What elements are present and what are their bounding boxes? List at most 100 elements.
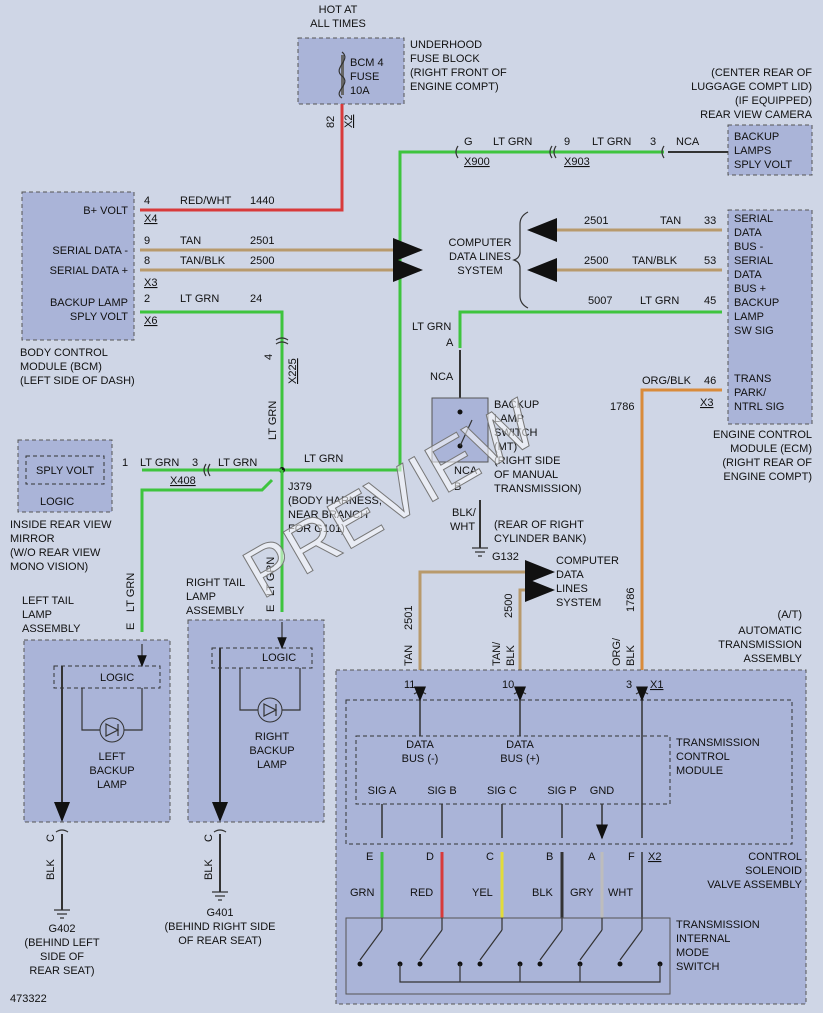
splice-j379: LT GRN J379 (BODY HARNESS, NEAR BRANCH F… [279, 453, 382, 535]
backup-lamp-switch: LT GRN A NCA BACKUP LAMP SWITCH (MT) (RI… [412, 321, 586, 563]
mode-2: INTERNAL [676, 933, 730, 945]
rt-gloc-1: (BEHIND RIGHT SIDE [164, 921, 275, 933]
lt-pin-c: C [45, 834, 57, 842]
ecm-l9: SW SIG [734, 325, 774, 337]
wire-2500-tcm [518, 578, 555, 690]
lt-lamp-2: BACKUP [89, 765, 134, 777]
bcm-circuit-1440: 1440 [250, 195, 274, 207]
at-x1: X1 [650, 679, 663, 691]
at-tcm-3: MODULE [676, 765, 723, 777]
tcm-col-tanblk-2: BLK [505, 645, 517, 666]
x225-color: LT GRN [267, 401, 279, 440]
fuse-label-1: BCM 4 [350, 57, 384, 69]
camera-loc-2: LUGGAGE COMPT LID) [691, 81, 812, 93]
x225-connector: 4 X225 LT GRN [263, 337, 299, 440]
dl-1: COMPUTER [449, 237, 512, 249]
at-sig-a: SIG A [368, 785, 397, 797]
tcm-dl-2: DATA [556, 569, 584, 581]
hot-label-1: HOT AT [319, 4, 358, 16]
lt-ground: G402 [49, 923, 76, 935]
at-dminus-1: DATA [406, 739, 434, 751]
bcm-x6: X6 [144, 315, 157, 327]
at-tcm-1: TRANSMISSION [676, 737, 760, 749]
at-sig-b: SIG B [427, 785, 456, 797]
at-pin-a: A [588, 851, 596, 863]
tcm-col-orgblk-2: BLK [625, 645, 637, 666]
fuse-loc-2: FUSE BLOCK [410, 53, 480, 65]
ecm-name-4: ENGINE COMPT) [723, 471, 812, 483]
tcm-c2501: 2501 [403, 606, 415, 630]
mirror-name-2: MIRROR [10, 533, 55, 545]
bcm-label-backup: BACKUP LAMP [50, 297, 128, 309]
wire-24 [140, 310, 284, 470]
mirror-x408: X408 [170, 475, 196, 487]
rt-pin-e: E [265, 605, 277, 612]
lt-name-3: ASSEMBLY [22, 623, 81, 635]
lt-gloc-1: (BEHIND LEFT [24, 937, 99, 949]
ecm-circuit-5007: 5007 [588, 295, 612, 307]
rt-gcolor: BLK [203, 859, 215, 880]
wire-1440 [140, 104, 344, 212]
at-name-3: TRANSMISSION [718, 639, 802, 651]
sw-name-4: (MT) [494, 441, 517, 453]
tcm-c2500: 2500 [503, 594, 515, 618]
bcm-label-sd-plus: SERIAL DATA + [50, 265, 128, 277]
wire-2501-tcm [418, 560, 555, 690]
wc-grn: GRN [350, 887, 375, 899]
lt-name-1: LEFT TAIL [22, 595, 74, 607]
sw-name-5: (RIGHT SIDE [494, 455, 560, 467]
wire-5007 [458, 310, 722, 348]
bcm-name-2: MODULE (BCM) [20, 361, 102, 373]
camera-label-1: BACKUP [734, 131, 779, 143]
bcm-name-1: BODY CONTROL [20, 347, 108, 359]
cw-g: G [464, 136, 473, 148]
tcm-c1786: 1786 [625, 588, 637, 612]
ecm-pin33: 33 [704, 215, 716, 227]
mirror-color1: LT GRN [140, 457, 179, 469]
left-tail-lamp: LEFT TAIL LAMP ASSEMBLY E LT GRN LOGIC L… [22, 573, 171, 977]
at-valve-1: CONTROL [748, 851, 802, 863]
mirror-name-1: INSIDE REAR VIEW [10, 519, 112, 531]
sw-name-3: SWITCH [494, 427, 537, 439]
cw-color1: LT GRN [493, 136, 532, 148]
at-pin11: 11 [404, 679, 415, 691]
tcm-data-labels: 2501 2500 1786 COMPUTER DATA LINES SYSTE… [403, 555, 637, 666]
fuse-label-2: FUSE [350, 71, 379, 83]
fuse-loc-3: (RIGHT FRONT OF [410, 67, 507, 79]
ecm-color-tan: TAN [660, 215, 681, 227]
mirror-logic: LOGIC [40, 496, 74, 508]
bcm-module: B+ VOLT SERIAL DATA - SERIAL DATA + BACK… [20, 191, 274, 387]
ecm-l6: BUS + [734, 283, 766, 295]
splice-id: J379 [288, 481, 312, 493]
lt-gcolor: BLK [45, 859, 57, 880]
sw-gcolor-1: BLK/ [452, 507, 477, 519]
bcm-circuit-2500: 2500 [250, 255, 274, 267]
rt-lamp-3: LAMP [257, 759, 287, 771]
ecm-name-3: (RIGHT REAR OF [722, 457, 812, 469]
bcm-label-bplus: B+ VOLT [83, 205, 128, 217]
rear-view-camera: (CENTER REAR OF LUGGAGE COMPT LID) (IF E… [650, 67, 813, 176]
cw-x903: X903 [564, 156, 590, 168]
wire-left-tail [140, 478, 274, 632]
sw-name-2: LAMP [494, 413, 524, 425]
fuse-pin: 82 [325, 116, 337, 128]
ecm-color-orgblk: ORG/BLK [642, 375, 692, 387]
mirror-pin3: 3 [192, 457, 198, 469]
sw-gloc-2: CYLINDER BANK) [494, 533, 586, 545]
splice-desc-1: (BODY HARNESS, [288, 495, 382, 507]
tcm-col-orgblk-1: ORG/ [611, 637, 623, 666]
rt-name-1: RIGHT TAIL [186, 577, 245, 589]
lt-lamp-1: LEFT [99, 751, 126, 763]
mirror-pin1: 1 [122, 457, 128, 469]
sw-ltgrn: LT GRN [412, 321, 451, 333]
x225-pin: 4 [263, 354, 275, 360]
at-pin-e: E [366, 851, 373, 863]
wc-blk: BLK [532, 887, 553, 899]
at-sig-p: SIG P [547, 785, 576, 797]
at-dminus-2: BUS (-) [402, 753, 439, 765]
splice-color: LT GRN [304, 453, 343, 465]
at-dplus-1: DATA [506, 739, 534, 751]
at-name-4: ASSEMBLY [744, 653, 803, 665]
ecm-l8: LAMP [734, 311, 764, 323]
